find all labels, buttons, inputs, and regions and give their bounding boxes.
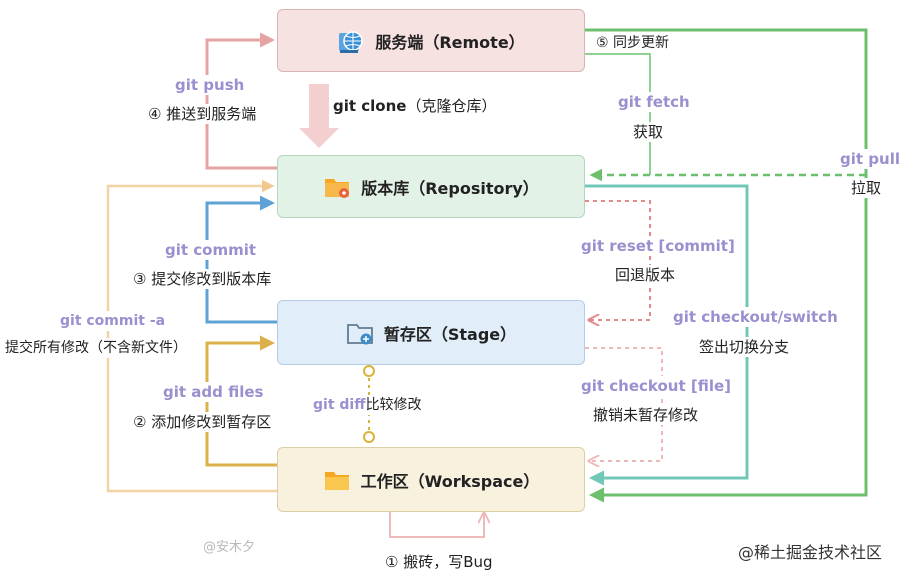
globe-server-icon: [337, 27, 365, 55]
repository-box: 版本库（Repository）: [277, 155, 585, 218]
reset-desc-label: 回退版本: [612, 265, 679, 285]
diff-endpoint-top: [363, 365, 375, 377]
workspace-box-label: 工作区（Workspace）: [360, 471, 540, 491]
sync-arrow: [585, 53, 651, 175]
git-push-label: git push: [172, 75, 248, 95]
git-add-label: git add files: [160, 382, 267, 402]
reset-arrow: [585, 200, 651, 320]
clone-arrow: [299, 84, 339, 148]
git-fetch-label: git fetch: [615, 92, 693, 112]
git-commit-a-label: git commit -a: [57, 311, 169, 331]
checkout-file-arrow: [585, 347, 663, 461]
sync-desc-label: ⑤ 同步更新: [593, 33, 673, 53]
push-desc-label: ④ 推送到服务端: [145, 104, 260, 124]
git-checkout-file-label: git checkout [file]: [578, 376, 734, 396]
stage-box-label: 暂存区（Stage）: [383, 324, 517, 344]
git-clone-command: git clone: [333, 97, 407, 115]
folder-repository-icon: [323, 173, 351, 201]
pull-desc-label: 拉取: [848, 178, 885, 198]
git-diff-label: git diff比较修改: [310, 395, 425, 415]
repository-box-label: 版本库（Repository）: [361, 178, 539, 198]
git-reset-label: git reset [commit]: [578, 236, 738, 256]
checkout-file-desc-label: 撤销未暂存修改: [590, 405, 702, 425]
git-pull-label: git pull: [837, 149, 903, 169]
workspace-box: 工作区（Workspace）: [277, 447, 585, 512]
stage-box: 暂存区（Stage）: [277, 300, 585, 365]
author-watermark: @安木夕: [203, 540, 256, 555]
folder-icon: [323, 466, 351, 494]
folder-stage-icon: [346, 319, 374, 347]
git-diff-command: git diff: [313, 397, 366, 413]
git-clone-label: git clone（克隆仓库）: [330, 96, 500, 116]
work-loop-arrow: [389, 512, 484, 538]
add-arrow: [205, 335, 277, 467]
diff-endpoint-bottom: [363, 431, 375, 443]
git-commit-label: git commit: [162, 240, 260, 260]
remote-box-label: 服务端（Remote）: [375, 32, 525, 52]
commit-a-desc-label: 提交所有修改（不含新文件）: [2, 338, 190, 358]
git-diff-desc: 比较修改: [365, 397, 422, 413]
checkout-switch-arrow: [585, 184, 749, 486]
git-clone-desc: （克隆仓库）: [406, 97, 497, 115]
pull-arrow: [585, 28, 868, 503]
checkout-switch-desc-label: 签出切换分支: [696, 337, 793, 357]
work-desc-label: ① 搬砖，写Bug: [382, 552, 496, 572]
git-checkout-switch-label: git checkout/switch: [670, 307, 841, 327]
commit-arrow: [205, 195, 277, 324]
fetch-desc-label: 获取: [630, 122, 667, 142]
add-desc-label: ② 添加修改到暂存区: [130, 412, 275, 432]
remote-box: 服务端（Remote）: [277, 9, 585, 72]
site-watermark: @稀土掘金技术社区: [738, 543, 883, 562]
commit-desc-label: ③ 提交修改到版本库: [130, 269, 275, 289]
